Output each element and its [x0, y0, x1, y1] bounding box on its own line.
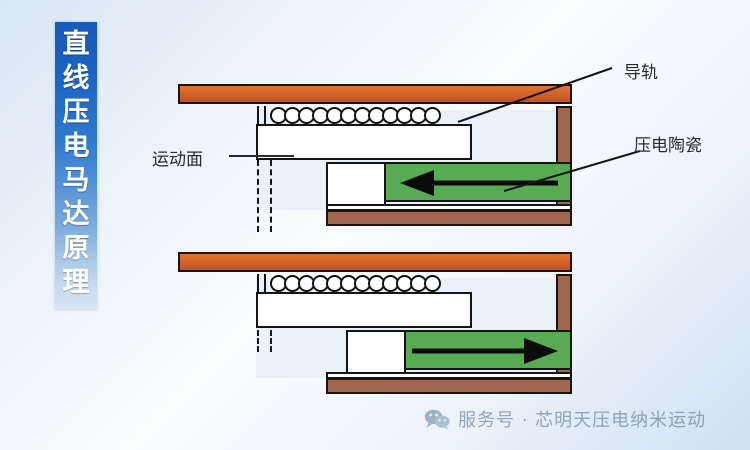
tick-mark-a-bottom: [257, 274, 259, 292]
ball-bearing: [424, 274, 441, 292]
tick-mark-b-bottom: [264, 274, 266, 292]
reference-dash-a-top: [257, 160, 259, 232]
leader-line-piezo-ceramic: [503, 150, 641, 192]
wechat-icon: [424, 409, 450, 430]
label-guide-rail: 导轨: [624, 63, 658, 83]
reference-dash-b-top: [270, 160, 272, 232]
ball-bearing-row-bottom: [270, 274, 441, 292]
ball-bearing: [424, 106, 441, 124]
motor-stage-bottom: [178, 252, 590, 398]
frame-bottom-bottom: [326, 378, 572, 394]
label-motion-surface: 运动面: [152, 150, 203, 170]
label-piezo-ceramic: 压电陶瓷: [634, 136, 702, 156]
spacer-block-top: [326, 162, 386, 206]
title-banner-text: 直 线 压 电 马 达 原 理: [62, 29, 90, 298]
spacer-block-bottom: [346, 330, 406, 374]
reference-dash-a-bottom: [257, 330, 259, 352]
motor-stage-top: [178, 84, 590, 232]
base-strip-bottom: [326, 372, 572, 379]
reference-dash-b-bottom: [270, 330, 272, 352]
footer-watermark: 服务号 · 芯明天压电纳米运动: [424, 406, 706, 432]
piezo-ceramic-top: [384, 162, 572, 202]
leader-line-motion-surface: [229, 155, 294, 157]
force-arrow-left-icon: [400, 170, 558, 196]
guide-rail-bottom: [178, 252, 572, 272]
tick-mark-a-top: [257, 106, 259, 124]
title-banner: 直 线 压 电 马 达 原 理: [55, 22, 97, 310]
base-strip-top: [326, 204, 572, 211]
footer-watermark-text: 服务号 · 芯明天压电纳米运动: [458, 410, 707, 431]
piezo-ceramic-bottom: [404, 330, 572, 370]
motion-surface-block-top: [256, 124, 472, 160]
ball-bearing-row-top: [270, 106, 441, 124]
leader-line-guide-rail: [457, 67, 613, 123]
frame-bottom-top: [326, 210, 572, 226]
motion-surface-block-bottom: [256, 292, 472, 328]
tick-mark-b-top: [264, 106, 266, 124]
force-arrow-right-icon: [412, 338, 558, 364]
guide-rail-top: [178, 84, 572, 104]
